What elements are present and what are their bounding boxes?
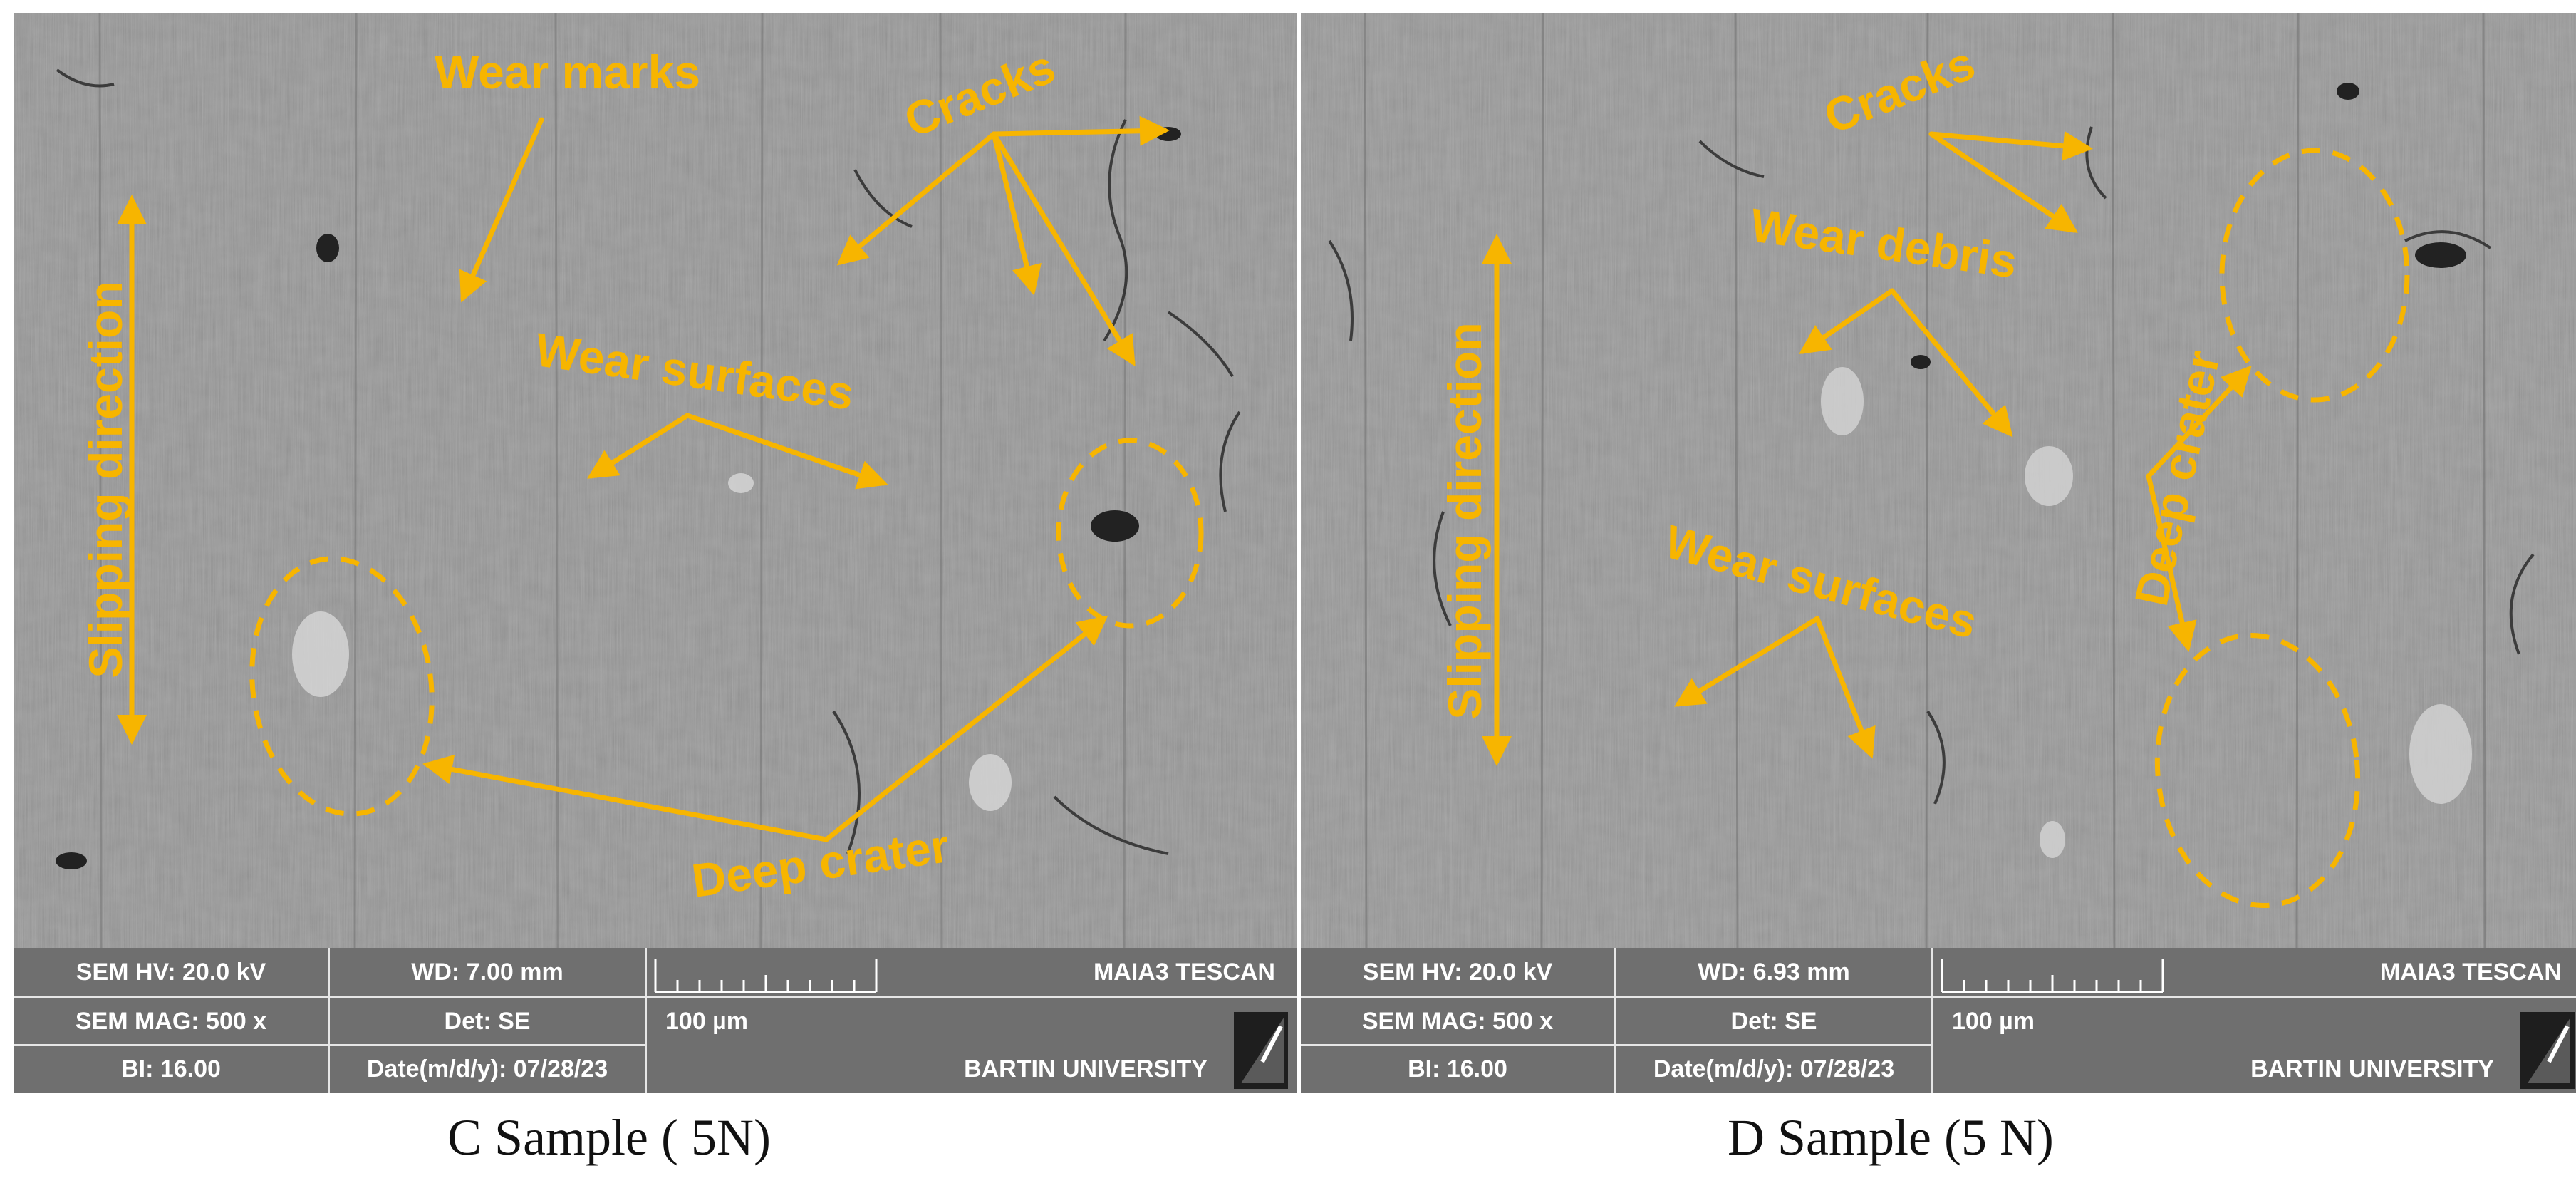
scale-bar xyxy=(1941,959,2164,993)
institution-label: BARTIN UNIVERSITY xyxy=(2250,1055,2494,1083)
scale-label: 100 µm xyxy=(665,1007,748,1035)
micrograph-texture xyxy=(14,13,1297,948)
working-distance: WD: 6.93 mm xyxy=(1698,958,1850,986)
acquisition-date: Date(m/d/y): 07/28/23 xyxy=(366,1055,608,1083)
label-slipping-direction: Slipping direction xyxy=(1438,322,1491,720)
caption-d: D Sample (5 N) xyxy=(1728,1109,2054,1166)
sem-panel-c: Wear marks Cracks Slipping direction Wea… xyxy=(14,13,1297,1093)
sem-databar-c: SEM HV: 20.0 kV WD: 7.00 mm MAIA3 TESCAN… xyxy=(14,948,1297,1093)
detector: Det: SE xyxy=(1730,1007,1817,1035)
sem-magnification: SEM MAG: 500 x xyxy=(1361,1007,1554,1035)
sem-databar-d: SEM HV: 20.0 kV WD: 6.93 mm MAIA3 TESCAN… xyxy=(1301,948,2576,1093)
caption-c: C Sample ( 5N) xyxy=(447,1109,771,1166)
micrograph-d: Cracks Wear debris Slipping direction De… xyxy=(1301,13,2576,948)
label-slipping-direction: Slipping direction xyxy=(79,281,132,678)
label-wear-marks: Wear marks xyxy=(435,46,701,98)
scale-bar xyxy=(654,959,878,993)
sem-hv: SEM HV: 20.0 kV xyxy=(76,958,266,986)
sem-hv: SEM HV: 20.0 kV xyxy=(1362,958,1553,986)
tescan-logo-icon xyxy=(2520,1012,2575,1089)
micrograph-c: Wear marks Cracks Slipping direction Wea… xyxy=(14,13,1297,948)
bi-value: BI: 16.00 xyxy=(121,1055,221,1083)
brand-label: MAIA3 TESCAN xyxy=(2379,958,2562,986)
sem-magnification: SEM MAG: 500 x xyxy=(75,1007,267,1035)
sem-panel-d: Cracks Wear debris Slipping direction De… xyxy=(1301,13,2576,1093)
annotation-arrows-d xyxy=(1482,130,2410,909)
brand-label: MAIA3 TESCAN xyxy=(1093,958,1275,986)
working-distance: WD: 7.00 mm xyxy=(411,958,564,986)
bi-value: BI: 16.00 xyxy=(1408,1055,1507,1083)
scale-label: 100 µm xyxy=(1952,1007,2035,1035)
institution-label: BARTIN UNIVERSITY xyxy=(964,1055,1208,1083)
acquisition-date: Date(m/d/y): 07/28/23 xyxy=(1653,1055,1895,1083)
detector: Det: SE xyxy=(444,1007,531,1035)
annotation-arrows-c xyxy=(117,115,1204,842)
tescan-logo-icon xyxy=(1234,1012,1288,1089)
